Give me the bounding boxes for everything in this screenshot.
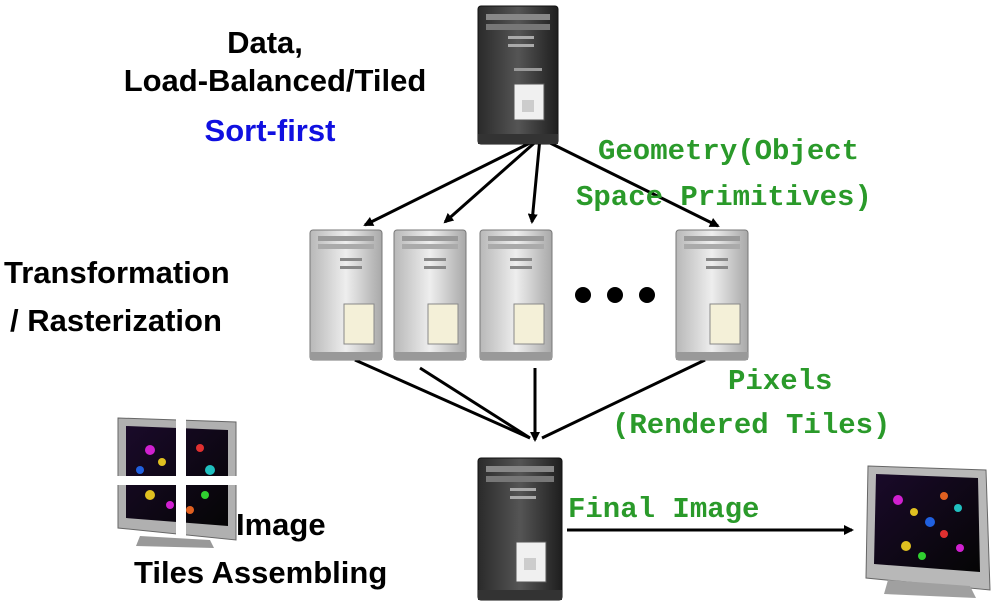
arrow-to-render-3	[527, 137, 542, 224]
final-image-label: Final Image	[568, 493, 760, 526]
data-label-line1: Data,	[227, 25, 303, 60]
geometry-label-line1: Geometry(Object	[598, 135, 860, 168]
transformation-label-line2: / Rasterization	[10, 303, 222, 338]
transformation-label-line1: Transformation	[4, 255, 230, 290]
assembler-server-icon	[477, 457, 563, 601]
tiled-monitor-icon	[110, 410, 240, 550]
render-server-2-icon	[393, 229, 467, 361]
data-server-icon	[477, 5, 559, 145]
gather-arrows	[354, 358, 706, 442]
render-server-3-icon	[479, 229, 553, 361]
ellipsis-dots-icon	[575, 287, 655, 303]
render-server-1-icon	[309, 229, 383, 361]
image-tiles-label-line1: Image	[236, 507, 326, 542]
sort-first-label: Sort-first	[204, 113, 336, 148]
image-tiles-label-line2: Tiles Assembling	[134, 555, 388, 590]
arrow-from-render-2	[419, 366, 531, 440]
arrow-from-render-4	[541, 358, 706, 440]
geometry-label-line2: Space Primitives)	[576, 181, 872, 214]
arrow-to-render-4	[539, 136, 720, 228]
render-server-4-icon	[675, 229, 749, 361]
pixels-label-line2: (Rendered Tiles)	[612, 409, 891, 442]
arrow-from-render-1	[354, 358, 531, 440]
distribution-arrows	[363, 136, 720, 228]
final-monitor-icon	[865, 465, 991, 598]
arrow-to-render-2	[443, 136, 541, 224]
arrow-to-render-1	[363, 136, 541, 227]
pixels-label-line1: Pixels	[728, 365, 833, 398]
data-label-line2: Load-Balanced/Tiled	[123, 63, 427, 98]
